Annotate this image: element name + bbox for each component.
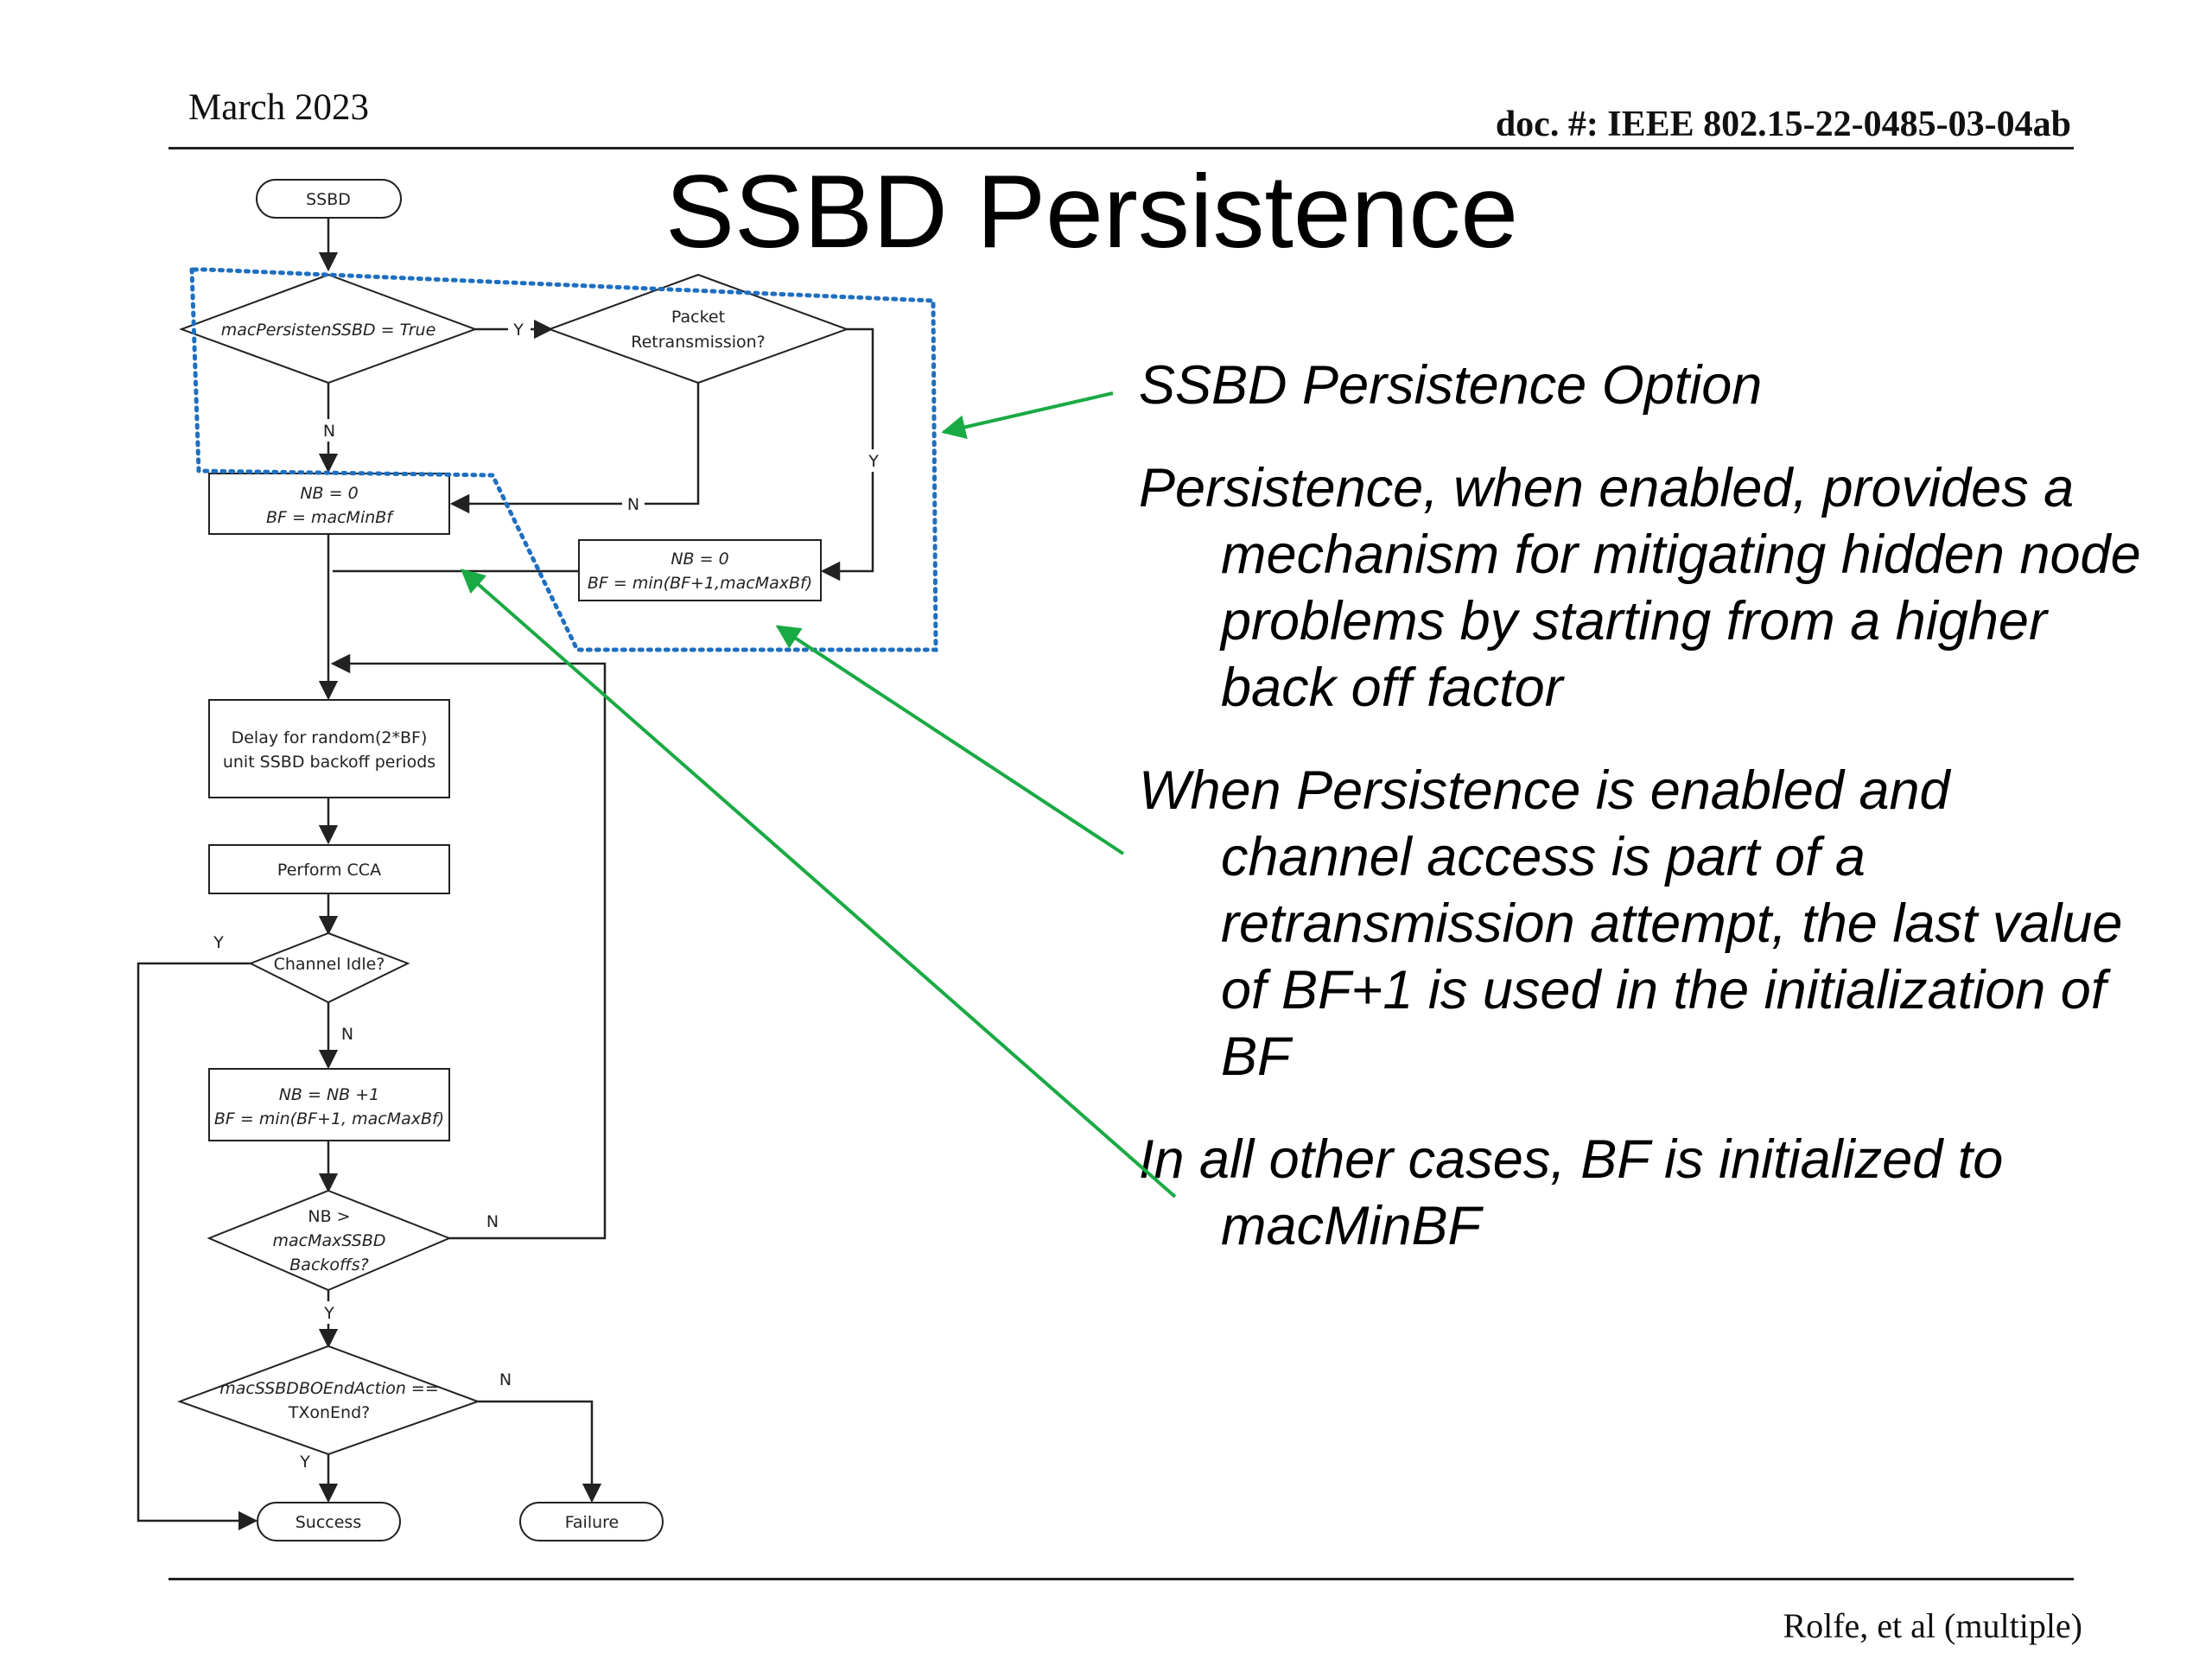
bullet-3: When Persistence is enabled and channel … — [1139, 760, 2123, 1087]
start-terminal — [256, 179, 402, 219]
bullet-list: SSBD Persistence Option Persistence, whe… — [1139, 353, 2150, 1296]
retransmission-label-2: Retransmission? — [631, 333, 766, 352]
init-minbf-nb: NB = 0 — [300, 484, 358, 503]
cca-box — [208, 844, 450, 894]
init-persist-bf: BF = min(BF+1,macMaxBf) — [588, 574, 812, 593]
footer-authors: Rolfe, et al (multiple) — [1783, 1606, 2082, 1645]
persistence-highlight-region — [189, 267, 938, 652]
max-yes-label-bg — [318, 1301, 340, 1324]
persist-decision-label: macPersistenSSBD = True — [221, 321, 436, 340]
slide-title: SSBD Persistence — [665, 154, 1519, 270]
bullet-2: Persistence, when enabled, provides a me… — [1139, 458, 2141, 718]
success-terminal — [257, 1502, 401, 1541]
header-rule — [168, 147, 2074, 149]
increment-nb: NB = NB +1 — [279, 1085, 380, 1104]
bullet-4: In all other cases, BF is initialized to… — [1139, 1129, 2004, 1256]
end-action-decision — [177, 1344, 480, 1456]
header-doc-number: doc. #: IEEE 802.15-22-0485-03-04ab — [1495, 105, 2071, 144]
callout-arrows — [460, 391, 1177, 1198]
increment-bf: BF = min(BF+1, macMaxBf) — [214, 1109, 444, 1128]
callout-arrow-option — [941, 391, 1114, 440]
idle-no-label: N — [341, 1025, 353, 1044]
cca-label: Perform CCA — [277, 861, 381, 880]
start-label: SSBD — [306, 190, 351, 209]
init-minbf-box — [208, 473, 450, 535]
persist-decision — [179, 273, 478, 385]
yes-label-bg — [508, 318, 531, 340]
callout-arrow-other-cases — [460, 569, 1177, 1198]
max-backoffs-decision — [207, 1189, 452, 1292]
footer-rule — [168, 1578, 2074, 1580]
channel-idle-label: Channel Idle? — [274, 955, 385, 974]
end-action-label-2: TXonEnd? — [288, 1403, 370, 1422]
init-minbf-bf: BF = macMinBf — [266, 508, 395, 527]
delay-box — [208, 699, 450, 798]
init-persist-nb: NB = 0 — [671, 550, 728, 569]
flow-connectors — [137, 218, 874, 1531]
retx-yes-label-bg — [862, 449, 885, 472]
success-label: Success — [296, 1513, 361, 1532]
retx-no-label-bg — [622, 493, 645, 515]
persist-no-label: N — [323, 422, 335, 441]
failure-terminal — [519, 1502, 664, 1541]
increment-box — [208, 1068, 450, 1141]
callout-arrow-persist-init — [775, 625, 1125, 855]
retransmission-decision — [547, 273, 849, 385]
max-yes-label: Y — [323, 1304, 334, 1323]
failure-label: Failure — [565, 1513, 620, 1532]
end-no-label: N — [499, 1370, 512, 1389]
channel-idle-decision — [248, 931, 410, 1004]
end-yes-label: Y — [299, 1452, 310, 1471]
no-label-bg — [318, 419, 340, 442]
header-date: March 2023 — [188, 87, 369, 128]
retx-no-label: N — [627, 495, 639, 514]
persist-yes-label: Y — [512, 321, 524, 340]
delay-label-1: Delay for random(2*BF) — [232, 728, 428, 747]
init-persist-box — [578, 539, 822, 601]
max-no-label: N — [486, 1212, 499, 1231]
max-backoffs-label-2: macMaxSSBD — [273, 1231, 386, 1250]
delay-label-2: unit SSBD backoff periods — [223, 753, 435, 772]
end-action-label-1: macSSBDBOEndAction == — [219, 1379, 439, 1398]
idle-yes-label: Y — [213, 933, 224, 952]
max-backoffs-label-3: Backoffs? — [289, 1255, 368, 1274]
max-backoffs-label-1: NB > — [308, 1207, 350, 1226]
bullet-1: SSBD Persistence Option — [1139, 355, 1763, 416]
retransmission-label-1: Packet — [671, 308, 725, 327]
retx-yes-label: Y — [868, 452, 879, 471]
